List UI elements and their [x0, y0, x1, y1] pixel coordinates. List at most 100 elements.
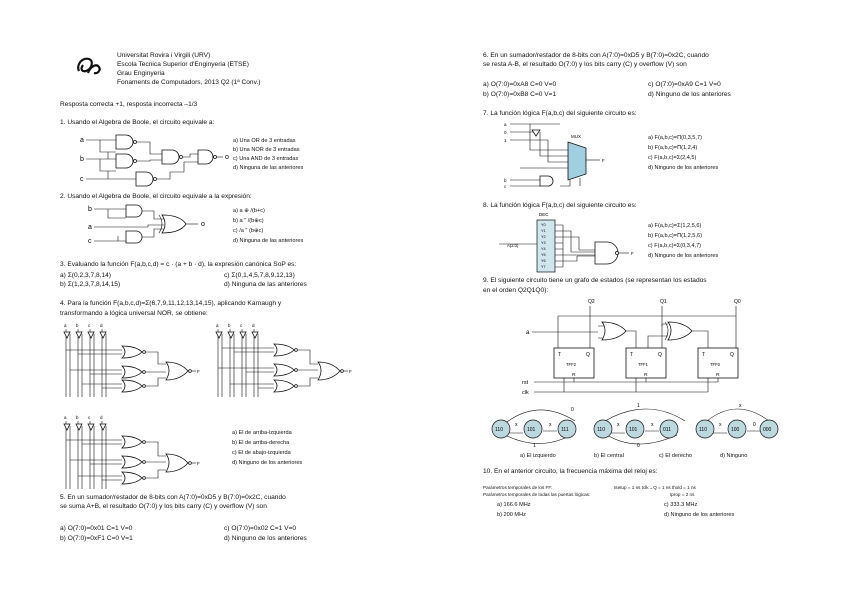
svg-text:a: a [504, 122, 507, 127]
q5-option-c[interactable]: c) O(7:0)=0x02 C=1 V=0 [224, 525, 297, 532]
question-1-text: 1. Usando el Algebra de Boole, el circui… [60, 119, 215, 126]
svg-text:011: 011 [663, 427, 671, 433]
svg-text:a: a [216, 323, 219, 328]
q7-option-a[interactable]: a) F(a,b,c)=Π(0,3,5,7) [648, 135, 702, 141]
q5-option-a[interactable]: a) O(7:0)=0x01 C=1 V=0 [60, 525, 133, 532]
q1-option-d[interactable]: d) Ninguna de las anteriores [233, 165, 304, 171]
svg-text:x: x [549, 422, 552, 428]
svg-text:d: d [100, 323, 103, 328]
question-8-text: 8. La función lógica F(a,b,c) del siguie… [483, 202, 637, 209]
q10-gate-params-label: Parámetros temporales de todas las puert… [483, 492, 591, 497]
q8-option-d[interactable]: d) Ninguno de los anteriores [648, 253, 719, 259]
q3-option-c[interactable]: c) Σ(0,1,4,5,7,8,9,12,13) [224, 272, 295, 279]
q10-option-d[interactable]: d) Ninguno de los anteriores [664, 512, 735, 518]
svg-text:Y4: Y4 [541, 247, 546, 251]
q6-option-d[interactable]: d) Ninguno de los anteriores [648, 91, 731, 98]
university-name: Universitat Rovira i Virgili (URV) [117, 52, 211, 59]
svg-text:T: T [702, 352, 705, 358]
question-5-text-line2: se suma A+B, el resultado O(7:0) y los b… [60, 503, 267, 510]
svg-text:Y3: Y3 [541, 241, 546, 245]
q8-option-b[interactable]: b) F(a,b,c)=Π(1,2,5,6) [648, 233, 702, 239]
q6-option-c[interactable]: c) O(7:0)=0xA9 C=1 V=0 [648, 81, 721, 88]
q1-input-a: a [80, 137, 84, 144]
q3-option-b[interactable]: b) Σ(1,2,3,7,8,14,15) [60, 281, 121, 288]
svg-text:b: b [76, 323, 79, 328]
svg-text:b: b [228, 323, 231, 328]
q7-mux-label: MUX [571, 134, 581, 139]
q9-q0-label: Q0 [734, 299, 741, 305]
q1-output: o [225, 154, 229, 161]
q3-option-a[interactable]: a) Σ(0,2,3,7,8,14) [60, 272, 111, 279]
svg-text:1: 1 [637, 403, 640, 409]
svg-text:R: R [716, 372, 720, 377]
svg-text:Y0: Y0 [541, 223, 546, 227]
q7-option-b[interactable]: b) F(a,b,c)=Π(1,2,4) [648, 145, 698, 151]
q1-circuit: a b c o [80, 134, 229, 187]
q4-option-d[interactable]: d) Ninguno de los anteriores [232, 460, 303, 466]
q10-ff-params-values: tsetup = 1 ns tclk→Q = 1 ns thold = 1 ns [614, 485, 696, 490]
q1-option-c[interactable]: c) Una AND de 3 entradas [233, 156, 299, 162]
q9-option-a[interactable]: a) El izquierdo [520, 453, 556, 459]
q9-rst-label: rst [522, 380, 529, 386]
q2-input-c: c [88, 238, 92, 245]
svg-text:0: 0 [637, 443, 640, 449]
q7-option-c[interactable]: c) F(a,b,c)=Σ(2,4,5) [648, 155, 697, 161]
q2-option-a[interactable]: a) a ⊕ /(b+c) [233, 208, 265, 214]
q8-output: F [631, 251, 634, 256]
q5-option-b[interactable]: b) O(7:0)=0xF1 C=0 V=1 [60, 535, 133, 542]
svg-text:a: a [64, 415, 67, 420]
svg-text:TFF0: TFF0 [710, 362, 721, 367]
degree-name: Grau Enginyeria [117, 70, 165, 77]
q2-circuit: b a c o [88, 204, 205, 245]
q4-option-b[interactable]: b) El de arriba-derecha [232, 440, 290, 446]
q4-output-bl: F [197, 461, 200, 466]
q7-option-d[interactable]: d) Ninguno de los anteriores [648, 165, 719, 171]
svg-text:110: 110 [699, 427, 707, 433]
q5-option-d[interactable]: d) Ninguno de los anteriores [224, 535, 307, 542]
question-6-text-line2: se resta A-B, el resultado O(7:0) y los … [483, 61, 687, 68]
q4-output-tr: F [349, 369, 352, 374]
svg-text:Q: Q [586, 352, 590, 358]
q10-option-c[interactable]: c) 333.3 MHz [664, 502, 698, 508]
q6-option-a[interactable]: a) O(7:0)=0xA8 C=0 V=0 [483, 81, 557, 88]
svg-text:b: b [76, 415, 79, 420]
svg-text:0: 0 [571, 407, 574, 413]
svg-text:x: x [651, 422, 654, 428]
q8-dec-label: DEC [539, 212, 549, 217]
q7-circuit: a01 MUX F bc [504, 122, 605, 189]
q6-option-b[interactable]: b) O(7:0)=0xB8 C=0 V=1 [483, 91, 557, 98]
q8-option-c[interactable]: c) F(a,b,c)=Σ(0,3,4,7) [648, 243, 702, 249]
school-name: Escola Tecnica Superior d'Enginyeria (ET… [117, 61, 249, 68]
q2-option-d[interactable]: d) Ninguna de las anteriores [233, 238, 304, 244]
q9-option-c[interactable]: c) El derecho [659, 453, 692, 459]
svg-text:110: 110 [597, 427, 605, 433]
question-4-text-line1: 4. Para la función F(a,b,c,d)=Σ(6,7,9,11… [60, 300, 282, 307]
q10-option-a[interactable]: a) 166.6 MHz [497, 502, 531, 508]
svg-text:0: 0 [753, 422, 756, 428]
q1-option-a[interactable]: a) Una OR de 3 entradas [233, 138, 296, 144]
q10-option-b[interactable]: b) 200 MHz [497, 512, 526, 518]
q1-option-b[interactable]: b) Una NOR de 3 entradas [233, 147, 300, 153]
question-9-text-line1: 9. El siguiente circuito tiene un grafo … [483, 277, 707, 284]
q4-option-a[interactable]: a) El de arriba-izquierda [232, 430, 292, 436]
svg-text:d: d [252, 323, 255, 328]
svg-text:Y6: Y6 [541, 259, 546, 263]
svg-text:c: c [88, 323, 91, 328]
svg-text:Y2: Y2 [541, 235, 546, 239]
svg-text:101: 101 [629, 427, 638, 433]
q9-option-d[interactable]: d) Ninguno [720, 453, 748, 459]
svg-text:1: 1 [504, 138, 507, 143]
q9-option-b[interactable]: b) El central [594, 453, 624, 459]
q4-option-c[interactable]: c) El de abajo-izquierda [232, 450, 291, 456]
svg-text:Y5: Y5 [541, 253, 546, 257]
q3-option-d[interactable]: d) Ninguna de las anteriores [224, 281, 307, 288]
q2-option-b[interactable]: b) a " /(b⊕c) [233, 218, 264, 224]
q8-option-a[interactable]: a) F(a,b,c)=Σ(1,2,5,6) [648, 223, 702, 229]
svg-text:b: b [504, 178, 507, 183]
q2-option-c[interactable]: c) /a " (b⊕c) [233, 228, 264, 234]
q2-input-b: b [88, 206, 92, 213]
